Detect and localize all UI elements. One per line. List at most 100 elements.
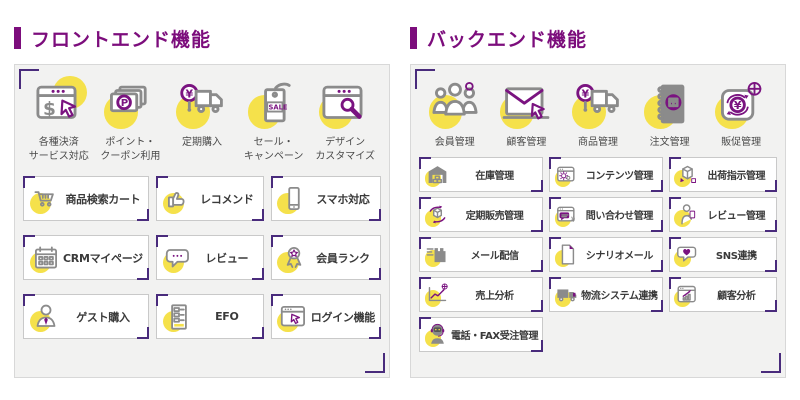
feature-box-label: ゲスト購入: [76, 310, 130, 324]
shipping-icon: [674, 161, 701, 188]
top-feature-item: 会員管理: [419, 77, 491, 150]
backend-panel: 会員管理 顧客管理 ¥ 商品管理 注文管理 ¥ 販促管理 在庫管理 コンテンツ管理 出荷指示管理…: [410, 64, 786, 378]
svg-text:SALE: SALE: [268, 103, 287, 111]
feature-box: 売上分析: [419, 277, 544, 312]
feature-box-label: 顧客分析: [717, 291, 756, 302]
feature-box: 商品検索カート: [23, 176, 149, 221]
product-truck-icon: ¥: [571, 77, 625, 131]
feature-box: レコメンド: [155, 176, 264, 221]
top-feature-label: セール・キャンペーン: [243, 137, 304, 162]
feature-box: メール配信: [419, 237, 544, 272]
top-feature-item: ¥ 販促管理: [705, 77, 777, 150]
top-feature-label: 定期購入: [181, 137, 222, 148]
subscription-truck-icon: ¥: [175, 77, 229, 131]
feature-box: 問い合わせ管理: [549, 197, 663, 232]
feature-box-label: 電話・FAX受注管理: [451, 331, 539, 342]
frontend-feature-grid: 商品検索カート レコメンド スマホ対応 CRMマイページ レビュー 会員ランクゲスト購入 E…: [23, 176, 382, 339]
design-customize-icon: [318, 77, 372, 131]
feature-box-label: レコメンド: [200, 192, 254, 206]
feature-box: 電話・FAX受注管理: [419, 317, 544, 352]
feature-box-label: 定期販売管理: [465, 211, 524, 222]
top-feature-label: ポイント・クーポン利用: [100, 137, 161, 162]
top-feature-item: ¥ 商品管理: [562, 77, 634, 150]
svg-text:$: $: [43, 99, 56, 120]
frontend-top-features: $ 各種決済サービス対応 P ポイント・クーポン利用 ¥ 定期購入 SALE セール・キャンペ…: [23, 73, 381, 164]
backend-title: バックエンド機能: [427, 28, 588, 51]
sales-chart-icon: [424, 281, 451, 308]
points-coupon-icon: P: [103, 77, 157, 131]
feature-box-label: スマホ対応: [316, 192, 370, 206]
sale-tag-icon: SALE: [247, 77, 301, 131]
order-notebook-icon: [643, 77, 697, 131]
top-feature-item: 顧客管理: [491, 77, 563, 150]
customer-chart-icon: [674, 281, 701, 308]
feature-box: ログイン機能: [270, 294, 382, 339]
feature-box: CRMマイページ: [23, 235, 149, 280]
logistics-truck-icon: [554, 281, 581, 308]
feature-box-label: コンテンツ管理: [585, 171, 654, 182]
content-gear-icon: [554, 161, 581, 188]
feature-box-label: 在庫管理: [475, 171, 514, 182]
feature-box-label: 会員ランク: [316, 251, 370, 265]
guest-person-icon: [29, 300, 63, 334]
smartphone-icon: [277, 182, 311, 216]
top-feature-label: デザインカスタマイズ: [315, 137, 376, 162]
feature-box-label: 物流システム連携: [581, 291, 658, 302]
top-feature-item: P ポイント・クーポン利用: [95, 77, 167, 164]
frontend-panel: $ 各種決済サービス対応 P ポイント・クーポン利用 ¥ 定期購入 SALE セール・キャンペ…: [14, 64, 390, 378]
feature-box: 物流システム連携: [549, 277, 663, 312]
svg-text:¥: ¥: [582, 87, 590, 100]
speech-bubble-icon: [162, 241, 196, 275]
inquiry-icon: [554, 201, 581, 228]
top-feature-label: 注文管理: [649, 137, 690, 148]
feature-box-label: メール配信: [470, 251, 519, 262]
feature-box: 定期販売管理: [419, 197, 544, 232]
top-feature-item: SALE セール・キャンペーン: [238, 77, 310, 164]
top-feature-item: 注文管理: [634, 77, 706, 150]
calendar-icon: [29, 241, 63, 275]
top-feature-label: 会員管理: [434, 137, 475, 148]
promotion-icon: ¥: [714, 77, 768, 131]
operator-icon: [424, 321, 451, 348]
frontend-header: フロントエンド機能: [14, 24, 390, 52]
top-feature-label: 各種決済サービス対応: [28, 137, 89, 162]
recurring-icon: [424, 201, 451, 228]
feature-box: 在庫管理: [419, 157, 544, 192]
top-feature-item: デザインカスタマイズ: [309, 77, 381, 164]
feature-box-label: CRMマイページ: [63, 251, 143, 265]
feature-box: ゲスト購入: [23, 294, 149, 339]
mail-cursor-icon: [499, 77, 553, 131]
top-feature-label: 販促管理: [721, 137, 762, 148]
feature-box: EFO: [155, 294, 264, 339]
login-click-icon: [277, 300, 311, 334]
feature-box: コンテンツ管理: [549, 157, 663, 192]
svg-text:P: P: [121, 98, 128, 109]
top-feature-item: ¥ 定期購入: [166, 77, 238, 150]
feature-box-label: ログイン機能: [310, 310, 376, 324]
feature-box-label: レビュー管理: [707, 211, 766, 222]
feature-box: 出荷指示管理: [668, 157, 778, 192]
svg-text:¥: ¥: [186, 87, 194, 100]
feature-box-label: SNS連携: [715, 251, 757, 262]
feature-box-label: レビュー: [205, 251, 249, 265]
backend-feature-grid: 在庫管理 コンテンツ管理 出荷指示管理定期販売管理 問い合わせ管理 レビュー管理メール配…: [419, 157, 778, 352]
svg-text:¥: ¥: [734, 99, 742, 112]
section-frontend: フロントエンド機能 $ 各種決済サービス対応 P ポイント・クーポン利用 ¥ 定期購入 SA…: [14, 24, 390, 378]
members-icon: [428, 77, 482, 131]
feature-box-label: 売上分析: [475, 291, 514, 302]
feature-box: シナリオメール: [549, 237, 663, 272]
mail-delivery-icon: [424, 241, 451, 268]
form-icon: [162, 300, 196, 334]
feature-box: レビュー: [155, 235, 264, 280]
cart-icon: [29, 182, 63, 216]
frontend-title: フロントエンド機能: [31, 28, 212, 51]
feature-box: 会員ランク: [270, 235, 382, 280]
section-backend: バックエンド機能 会員管理 顧客管理 ¥ 商品管理 注文管理 ¥ 販促管理 在庫管理 コンテン…: [410, 24, 786, 378]
award-icon: [277, 241, 311, 275]
top-feature-label: 商品管理: [577, 137, 618, 148]
feature-box: SNS連携: [668, 237, 778, 272]
feature-box-label: EFO: [215, 310, 239, 323]
sns-heart-icon: [674, 241, 701, 268]
thumbs-up-icon: [162, 182, 196, 216]
feature-box: レビュー管理: [668, 197, 778, 232]
